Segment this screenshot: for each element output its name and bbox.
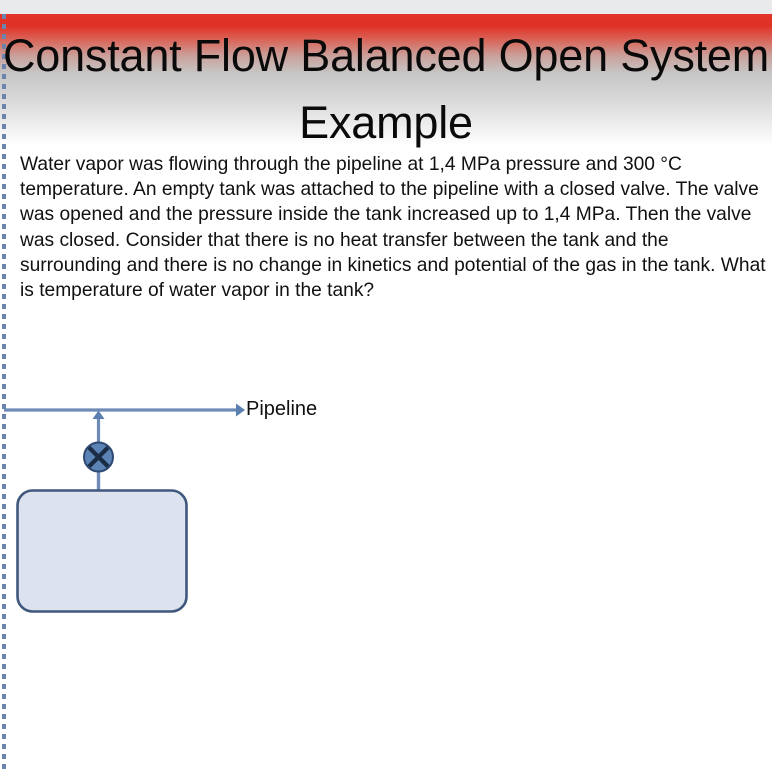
- branch-arrowhead: [92, 410, 105, 419]
- valve-icon: [83, 441, 114, 473]
- system-diagram: Pipeline: [0, 380, 772, 640]
- page-title: Constant Flow Balanced Open System Examp…: [2, 30, 770, 148]
- diagram-svg: [4, 403, 245, 613]
- pipeline-label: Pipeline: [246, 398, 318, 420]
- left-dashed-rule: [2, 14, 6, 769]
- valve-cross-stroke-b: [87, 446, 110, 468]
- tank-shape: [16, 489, 188, 613]
- problem-statement: Water vapor was flowing through the pipe…: [20, 154, 766, 302]
- pipeline-arrowhead: [236, 403, 245, 417]
- top-strip: [0, 0, 772, 14]
- title-banner: [0, 14, 772, 146]
- pipeline-arrow: [4, 403, 245, 417]
